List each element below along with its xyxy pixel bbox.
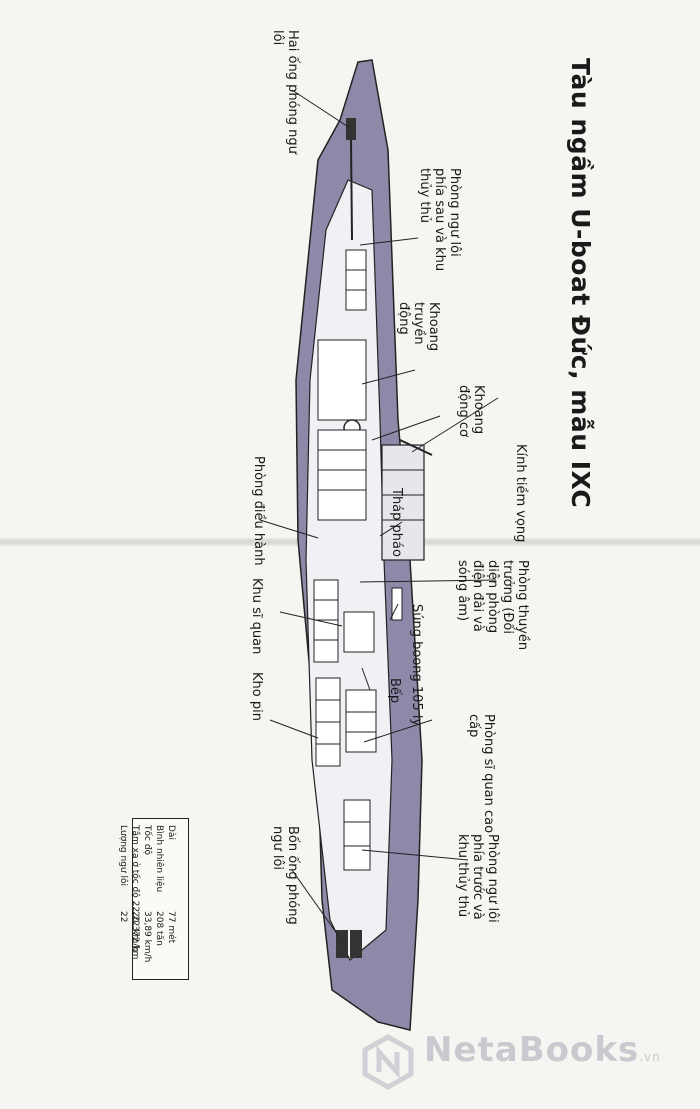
label-control-room: Phòng điều hành [251, 456, 266, 566]
spec-values: 77 mét 208 tấn 33,89 km/h 20.372 km 22 [117, 911, 177, 962]
label-battery-room: Kho pin [249, 672, 264, 721]
label-captain-room: Phòng thuyền trưởng (Đối diện phòng điện… [455, 560, 530, 651]
netabooks-logo-icon [362, 1034, 414, 1090]
label-aft-torpedo-room: Phòng ngư lôi phía sau và khu thủy thủ [417, 168, 462, 272]
spec-value: 77 mét [166, 911, 176, 944]
label-bow-tubes: Bốn ống phóng ngư lôi [270, 826, 300, 925]
watermark-name: NetaBooks [424, 1030, 640, 1070]
deck-gun [391, 587, 403, 621]
diagram-title: Tàu ngầm U-boat Đức, mẫu IXC [566, 58, 595, 509]
conning-tower [381, 444, 425, 561]
label-officers-area: Khu sĩ quan [249, 578, 264, 655]
label-engine-room: Khoang động cơ [456, 385, 486, 437]
spec-value: 208 tấn [154, 911, 164, 946]
label-transmission: Khoang truyền động [396, 302, 441, 352]
watermark-suffix: .vn [639, 1050, 661, 1064]
label-deck-gun: Súng boong 105 ly [409, 604, 424, 727]
periscope-mast [399, 439, 433, 456]
label-senior-officers: Phòng sĩ quan cao cấp [466, 714, 496, 834]
spec-value: 22 [118, 911, 128, 923]
label-galley: Bếp [387, 678, 402, 704]
label-forward-torpedo-room: Phòng ngư lôi phía trước và khu thủy thủ [455, 834, 500, 923]
label-periscope: Kính tiềm vọng [513, 444, 528, 543]
label-conning-tower: Tháp pháo [389, 488, 404, 557]
label-stern-tubes: Hai ống phóng ngư lôi [270, 30, 300, 154]
spec-value: 20.372 km [130, 911, 140, 960]
spec-value: 33,89 km/h [142, 911, 152, 963]
spec-table: Dài Bình nhiên liệu Tốc độ Tầm xa ở tốc … [118, 818, 189, 980]
watermark: NetaBooks.vn [424, 1030, 661, 1070]
